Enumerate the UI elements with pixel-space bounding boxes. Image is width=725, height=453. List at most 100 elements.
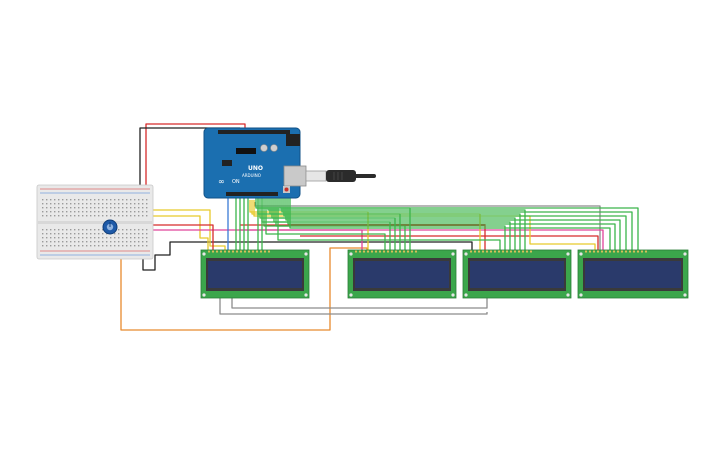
lcd-2-pin[interactable] bbox=[359, 250, 361, 253]
wire-green-l3-a[interactable] bbox=[267, 196, 526, 252]
lcd-3-pin[interactable] bbox=[474, 250, 476, 253]
lcd-2-pin[interactable] bbox=[415, 250, 417, 253]
wire-green-l2-f[interactable] bbox=[265, 196, 386, 252]
arduino-usb-port[interactable] bbox=[283, 165, 307, 187]
lcd-3-pin[interactable] bbox=[478, 250, 480, 253]
potentiometer[interactable] bbox=[102, 219, 118, 235]
lcd-1-pin[interactable] bbox=[232, 250, 234, 253]
lcd-2-pin[interactable] bbox=[391, 250, 393, 253]
wire-green-l4-c[interactable] bbox=[283, 196, 627, 252]
wire-green-l3-b[interactable] bbox=[269, 196, 521, 252]
lcd-module-1[interactable] bbox=[200, 249, 310, 299]
lcd-module-3[interactable] bbox=[462, 249, 572, 299]
lcd-2-pin[interactable] bbox=[375, 250, 377, 253]
wire-red-lcd-2[interactable] bbox=[240, 224, 486, 252]
lcd-4-pin[interactable] bbox=[645, 250, 647, 253]
lcd-1-pin[interactable] bbox=[264, 250, 266, 253]
wire-gray-3[interactable] bbox=[254, 202, 601, 252]
lcd-2-pin[interactable] bbox=[387, 250, 389, 253]
lcd-2-pin[interactable] bbox=[371, 250, 373, 253]
lcd-4-pin[interactable] bbox=[589, 250, 591, 253]
lcd-1-pin[interactable] bbox=[244, 250, 246, 253]
lcd-2-pin[interactable] bbox=[379, 250, 381, 253]
wire-green-l3-e[interactable] bbox=[275, 196, 506, 252]
wire-green-l3-d[interactable] bbox=[273, 196, 511, 252]
arduino-digital-header[interactable] bbox=[218, 130, 290, 134]
lcd-1-pin[interactable] bbox=[224, 250, 226, 253]
lcd-4-pin[interactable] bbox=[617, 250, 619, 253]
wire-orange-v0[interactable] bbox=[120, 226, 368, 331]
lcd-1-pin[interactable] bbox=[240, 250, 242, 253]
lcd-4-pin[interactable] bbox=[593, 250, 595, 253]
wire-pink-2[interactable] bbox=[240, 229, 604, 252]
lcd-2-pin[interactable] bbox=[355, 250, 357, 253]
wire-red-lcd-1[interactable] bbox=[150, 224, 214, 252]
lcd-2-pin[interactable] bbox=[403, 250, 405, 253]
lcd-1-pin[interactable] bbox=[208, 250, 210, 253]
lcd-3-pin[interactable] bbox=[514, 250, 516, 253]
lcd-4-pin[interactable] bbox=[621, 250, 623, 253]
lcd-1-pin[interactable] bbox=[260, 250, 262, 253]
lcd-4-pin[interactable] bbox=[625, 250, 627, 253]
lcd-1-pin[interactable] bbox=[212, 250, 214, 253]
arduino-uno[interactable]: ∞ ON ARDUINO UNO bbox=[203, 127, 307, 199]
lcd-2-pin[interactable] bbox=[367, 250, 369, 253]
wire-red-5v[interactable] bbox=[145, 123, 246, 190]
lcd-4-pin[interactable] bbox=[629, 250, 631, 253]
arduino-power-jack[interactable] bbox=[286, 134, 300, 146]
lcd-4-pin[interactable] bbox=[633, 250, 635, 253]
lcd-1-pin[interactable] bbox=[220, 250, 222, 253]
lcd-3-pin[interactable] bbox=[494, 250, 496, 253]
lcd-3-pin[interactable] bbox=[470, 250, 472, 253]
lcd-module-2[interactable] bbox=[347, 249, 457, 299]
wire-yellow-bus-3[interactable] bbox=[253, 200, 596, 252]
lcd-4-pin[interactable] bbox=[601, 250, 603, 253]
usb-cable[interactable] bbox=[305, 170, 376, 182]
wire-black-gnd-lcd[interactable] bbox=[142, 241, 473, 271]
lcd-2-pin[interactable] bbox=[399, 250, 401, 253]
lcd-4-pin[interactable] bbox=[637, 250, 639, 253]
lcd-1-pin[interactable] bbox=[216, 250, 218, 253]
lcd-3-pin[interactable] bbox=[482, 250, 484, 253]
wire-green-l3-f[interactable] bbox=[277, 196, 501, 252]
lcd-2-pin[interactable] bbox=[363, 250, 365, 253]
lcd-4-pin[interactable] bbox=[597, 250, 599, 253]
lcd-4-pin[interactable] bbox=[609, 250, 611, 253]
lcd-1-pin[interactable] bbox=[248, 250, 250, 253]
lcd-3-pin[interactable] bbox=[502, 250, 504, 253]
wire-red-lcd-3[interactable] bbox=[300, 235, 599, 252]
lcd-2-pin[interactable] bbox=[411, 250, 413, 253]
wire-green-l4-e[interactable] bbox=[287, 196, 616, 252]
lcd-3-pin[interactable] bbox=[498, 250, 500, 253]
breadboard[interactable] bbox=[36, 184, 154, 260]
wire-gray-2[interactable] bbox=[219, 298, 488, 315]
lcd-1-pin[interactable] bbox=[268, 250, 270, 253]
lcd-4-pin[interactable] bbox=[641, 250, 643, 253]
lcd-module-4[interactable] bbox=[577, 249, 689, 299]
lcd-4-pin[interactable] bbox=[605, 250, 607, 253]
wire-yellow-2[interactable] bbox=[150, 215, 209, 252]
lcd-3-pin[interactable] bbox=[486, 250, 488, 253]
wire-green-l3-c[interactable] bbox=[271, 196, 516, 252]
arduino-analog-header[interactable] bbox=[226, 192, 278, 196]
lcd-1-pin[interactable] bbox=[256, 250, 258, 253]
lcd-1-pin[interactable] bbox=[236, 250, 238, 253]
lcd-2-pin[interactable] bbox=[407, 250, 409, 253]
lcd-3-pin[interactable] bbox=[522, 250, 524, 253]
wire-green-l4-d[interactable] bbox=[285, 196, 621, 252]
lcd-4-pin[interactable] bbox=[613, 250, 615, 253]
wire-green-l4-b[interactable] bbox=[281, 196, 633, 252]
lcd-3-pin[interactable] bbox=[526, 250, 528, 253]
lcd-1-pin[interactable] bbox=[252, 250, 254, 253]
wire-green-l4-f[interactable] bbox=[289, 196, 611, 252]
lcd-3-pin[interactable] bbox=[490, 250, 492, 253]
wire-green-l4-a[interactable] bbox=[279, 196, 639, 252]
lcd-2-pin[interactable] bbox=[395, 250, 397, 253]
lcd-2-pin[interactable] bbox=[383, 250, 385, 253]
lcd-3-pin[interactable] bbox=[530, 250, 532, 253]
lcd-1-pin[interactable] bbox=[228, 250, 230, 253]
lcd-4-pin[interactable] bbox=[585, 250, 587, 253]
lcd-3-pin[interactable] bbox=[518, 250, 520, 253]
lcd-3-pin[interactable] bbox=[506, 250, 508, 253]
